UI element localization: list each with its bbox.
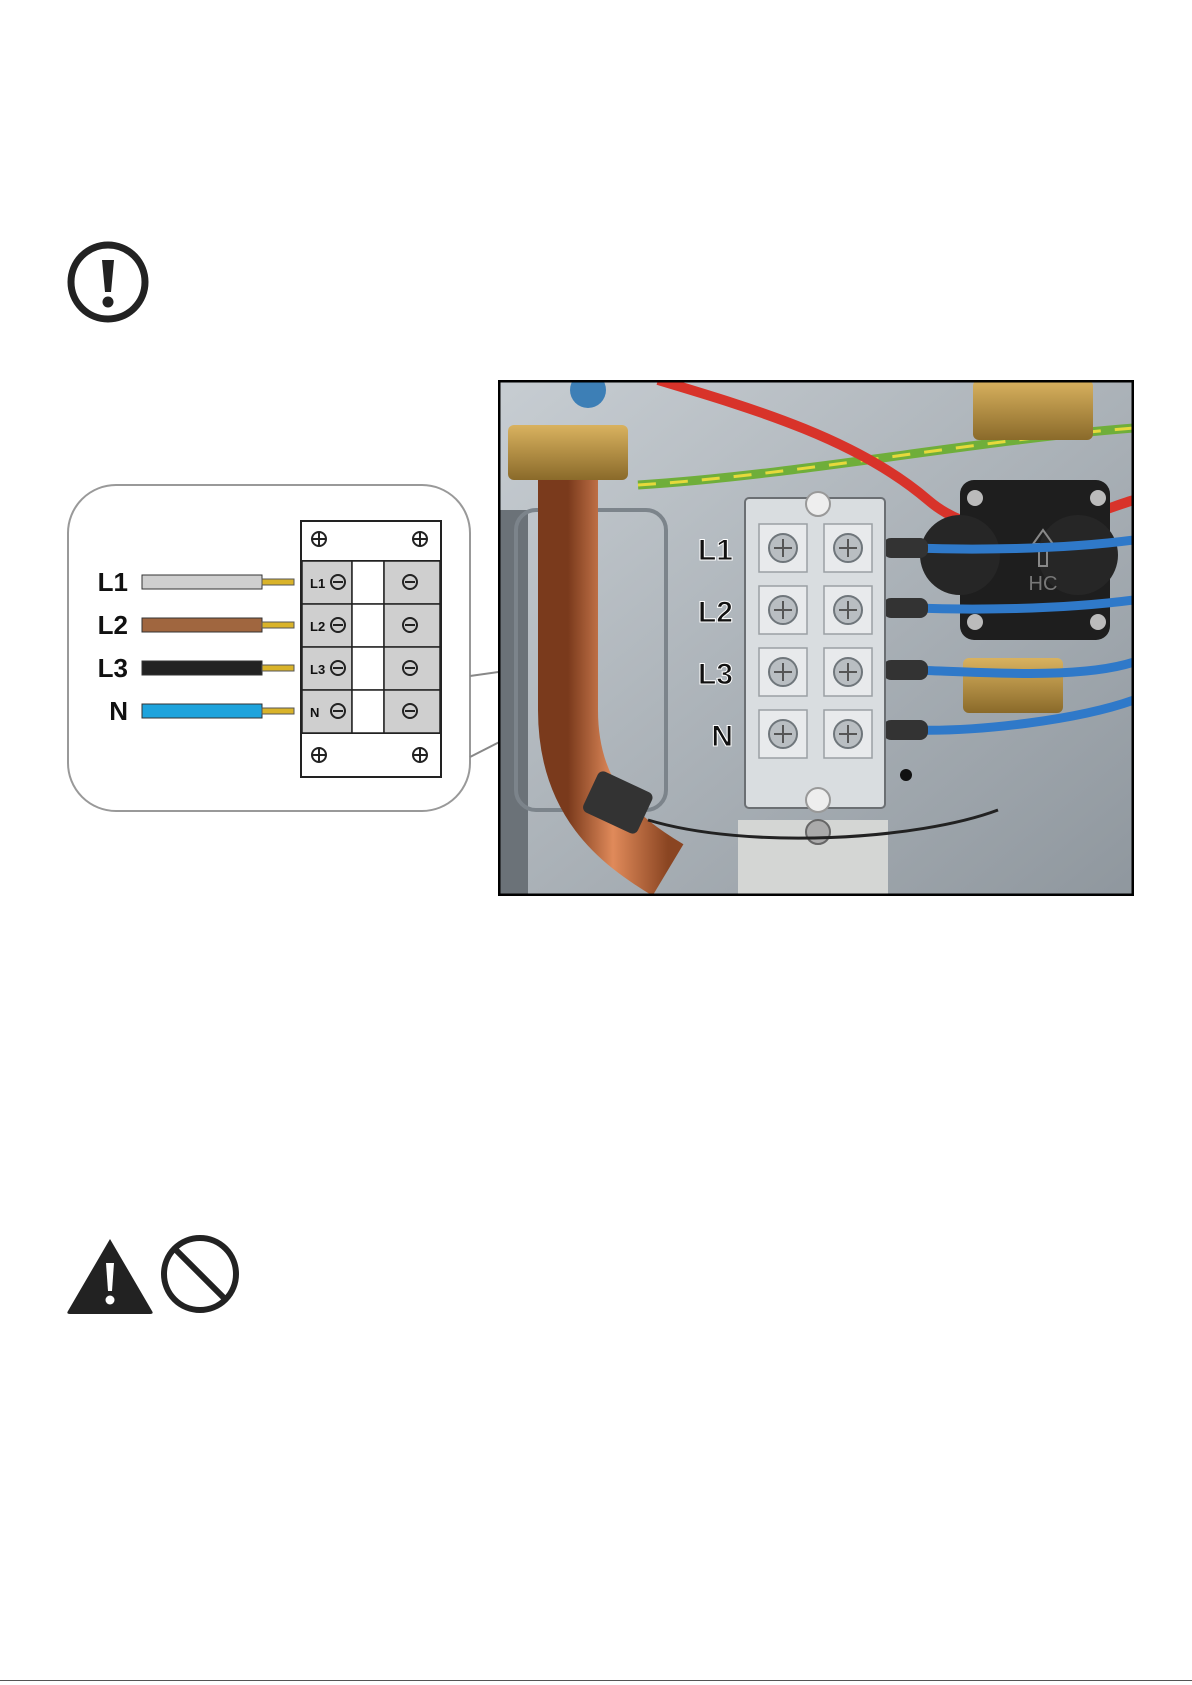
photo-terminal-label: N [711, 720, 733, 753]
terminal-label: L3 [310, 662, 325, 677]
flow-sensor-text: HC [1029, 573, 1058, 595]
exclamation-circle-icon [66, 240, 150, 324]
terminal-label: L2 [310, 619, 325, 634]
terminal-row: L2 [302, 604, 440, 647]
photo-terminal-label: L2 [698, 596, 733, 629]
wire-label: L2 [98, 610, 128, 640]
terminal-row: L1 [302, 561, 440, 604]
prohibition-icon [164, 1238, 236, 1310]
bottom-rule [0, 1680, 1192, 1681]
terminal-row: N [302, 690, 440, 733]
photo-terminal-label: L3 [698, 658, 733, 691]
warning-icons [66, 1233, 242, 1315]
wire-label: L1 [98, 567, 128, 597]
wire-label: N [109, 696, 128, 726]
photo-terminal-label: L1 [698, 534, 733, 567]
warning-triangle-icon [67, 1239, 152, 1314]
terminal-label: L1 [310, 576, 325, 591]
wire-label: L3 [98, 653, 128, 683]
terminal-row: L3 [302, 647, 440, 690]
terminal-label: N [310, 705, 319, 720]
